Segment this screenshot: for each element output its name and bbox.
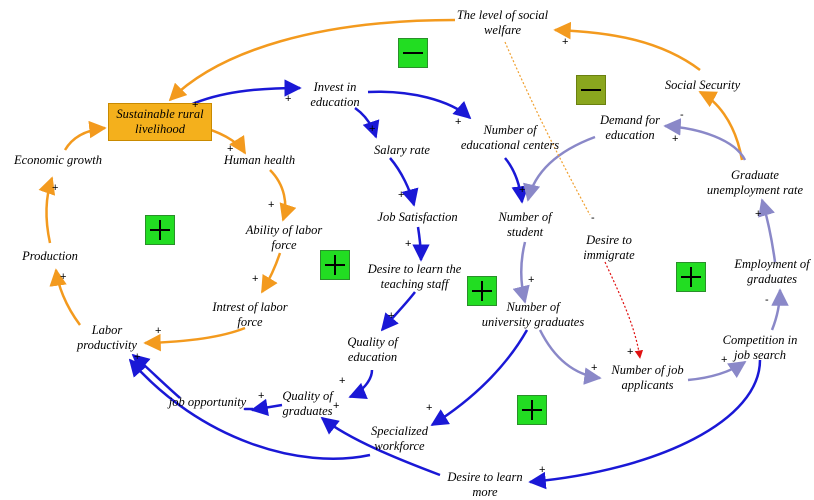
arrow-invest-to-centers (367, 90, 472, 120)
sign-minus: - (680, 109, 684, 121)
arrow-immigrate-to-applicants (604, 261, 644, 359)
arrow-desire-more-to-quality-graduates (320, 416, 441, 477)
sign-plus: + (52, 182, 59, 194)
arrow-production-to-growth (38, 176, 56, 244)
arrow-sustainable-to-invest (189, 79, 302, 107)
arrow-centers-to-student (504, 157, 529, 204)
node-employment-graduates: Employment of graduates (734, 257, 810, 286)
arrow-health-to-ability (269, 169, 297, 222)
node-intrest-labor-force: Intrest of labor force (212, 300, 288, 329)
arrow-welfare-to-sustainable (168, 18, 456, 102)
node-educational-centers: Number of educational centers (460, 123, 560, 152)
sign-plus: + (672, 133, 679, 145)
node-ability-labor-force: Ability of labor force (245, 223, 323, 252)
sign-plus: + (155, 325, 162, 337)
node-salary-rate: Salary rate (374, 143, 430, 157)
node-quality-graduates: Quality of graduates (282, 389, 333, 418)
sign-plus: + (258, 390, 265, 402)
node-social-security: Social Security (664, 78, 741, 92)
arrow-student-to-univ-grads (512, 241, 530, 304)
sign-plus: + (398, 189, 405, 201)
arrow-salary-to-satisfaction (389, 157, 419, 207)
loop-marker-negative-right (576, 75, 606, 105)
node-university-graduates: Number of university graduates (481, 300, 585, 329)
sign-plus: + (528, 274, 535, 286)
node-graduate-unemployment: Graduate unemployment rate (706, 168, 804, 197)
sign-plus: + (405, 238, 412, 250)
arrow-applicants-to-competition (687, 360, 747, 382)
arrow-demand-to-student (523, 135, 596, 202)
arrow-job-opportunity-to-graduates (250, 398, 283, 417)
node-desire-learn-staff: Desire to learn the teaching staff (367, 262, 462, 291)
arrow-unemployment-to-security (698, 90, 744, 161)
arrow-productivity-to-production (49, 268, 82, 326)
arrow-invest-to-salary (354, 106, 380, 139)
node-human-health: Human health (223, 153, 296, 167)
sign-plus: + (426, 402, 433, 414)
sign-plus: + (333, 400, 340, 412)
sign-plus: + (562, 36, 569, 48)
sign-minus: - (765, 294, 769, 306)
sign-plus: + (134, 351, 141, 363)
arrow-intrest-to-productivity (143, 326, 246, 352)
arrow-desire-staff-to-quality-education (380, 291, 416, 332)
arrow-employment-to-unemployment (758, 198, 777, 263)
arrow-welfare-to-immigrate (504, 41, 591, 216)
loop-marker-positive-bottom (517, 395, 547, 425)
node-demand-education: Demand for education (599, 113, 661, 142)
arrow-competition-to-employment (770, 288, 789, 331)
loop-marker-positive-left (145, 215, 175, 245)
sign-plus: + (721, 354, 728, 366)
arrow-specialized-to-productivity (128, 358, 371, 460)
node-labor-productivity: Labor productivity (77, 323, 137, 352)
arrow-security-to-welfare (553, 21, 701, 72)
arrow-satisfaction-to-desire-staff (412, 226, 430, 262)
sign-plus: + (755, 208, 762, 220)
node-competition-job-search: Competition in job search (722, 333, 798, 362)
node-desire-learn-more: Desire to learn more (447, 470, 523, 499)
loop-marker-positive-right (676, 262, 706, 292)
arrow-unemployment-to-demand (663, 118, 747, 161)
sign-plus: + (591, 362, 598, 374)
loop-marker-positive-center-left (320, 250, 350, 280)
arrow-univ-grads-to-specialized (430, 329, 529, 427)
node-quality-education: Quality of education (347, 335, 398, 364)
node-economic-growth: Economic growth (13, 153, 103, 167)
node-production: Production (22, 249, 78, 263)
sign-plus: + (627, 346, 634, 358)
sign-plus: + (268, 199, 275, 211)
arrow-univ-grads-to-applicants (538, 329, 602, 385)
sign-plus: + (519, 184, 526, 196)
arrow-growth-to-sustainable (63, 120, 107, 151)
node-specialized-workforce: Specialized workforce (371, 424, 428, 453)
sign-plus: + (539, 464, 546, 476)
sign-plus: + (285, 93, 292, 105)
sign-plus: + (60, 271, 67, 283)
sign-plus: + (388, 310, 395, 322)
sign-plus: + (455, 116, 462, 128)
node-job-opportunity: job opportunity (168, 395, 247, 409)
node-job-applicants: Number of job applicants (611, 363, 684, 392)
sign-plus: + (369, 123, 376, 135)
node-social-welfare: The level of social welfare (456, 8, 549, 37)
sign-minus: - (591, 212, 595, 224)
sign-plus: + (192, 99, 199, 111)
node-desire-immigrate: Desire to immigrate (583, 233, 635, 262)
node-invest-education: Invest in education (310, 80, 360, 109)
arrow-competition-to-desire-more (528, 359, 762, 490)
node-sustainable-rural-livelihood: Sustainable rural livelihood (108, 103, 212, 141)
sign-plus: + (339, 375, 346, 387)
node-job-satisfaction: Job Satisfaction (377, 210, 458, 224)
sign-plus: + (252, 273, 259, 285)
arrow-quality-education-to-quality-graduates (348, 369, 374, 400)
sign-plus: + (227, 143, 234, 155)
node-number-student: Number of student (498, 210, 552, 239)
loop-marker-negative-top (398, 38, 428, 68)
loop-marker-positive-center (467, 276, 497, 306)
arrow-ability-to-intrest (260, 252, 282, 294)
